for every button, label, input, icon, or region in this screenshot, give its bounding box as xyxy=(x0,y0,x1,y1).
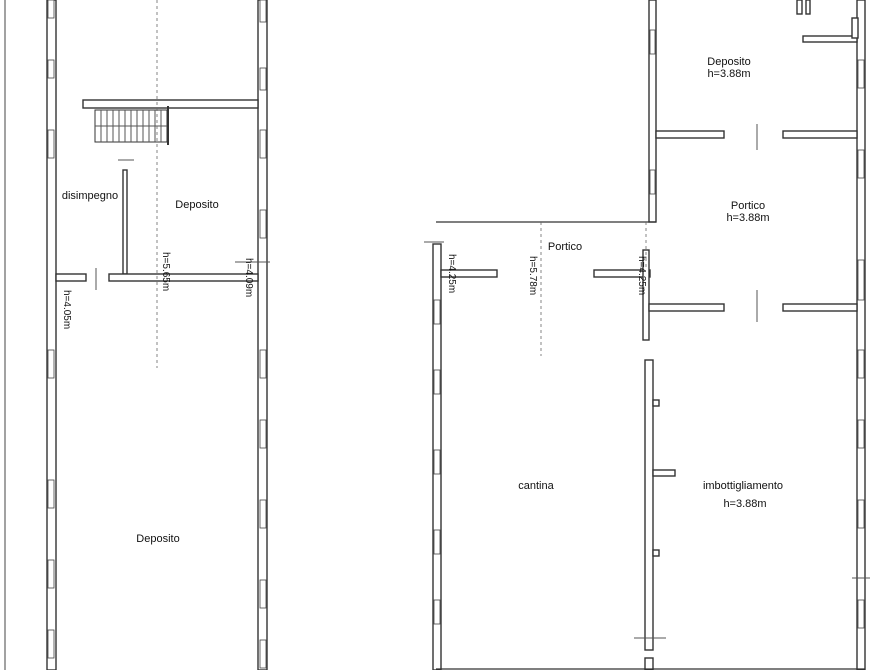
wall-deposito-south-w xyxy=(655,130,725,139)
wall-stub-portico-w xyxy=(440,269,498,278)
height-label-h578: h=5.78m xyxy=(527,256,538,296)
wall-stub xyxy=(796,0,803,15)
room-label-imbottigliamento: imbottigliamento xyxy=(702,480,784,492)
wall-portico-south-e xyxy=(782,303,858,312)
wall-deposito-south-e xyxy=(782,130,858,139)
wall-mid-east xyxy=(108,273,259,282)
room-label-deposito-lower: Deposito xyxy=(136,533,180,545)
right-building xyxy=(424,0,870,670)
left-building xyxy=(46,0,270,670)
wall-portico-south-w xyxy=(648,303,725,312)
height-label-h565: h=5.65m xyxy=(160,252,171,292)
wall-right-east xyxy=(856,0,866,670)
room-label-disimpegno: disimpegno xyxy=(61,190,119,202)
room-label-deposito-upper: Deposito xyxy=(175,199,219,211)
wall-upper-room xyxy=(82,99,259,109)
wall-cantina-imbottigliamento xyxy=(644,359,654,651)
height-label-h405: h=4.05m xyxy=(61,290,72,330)
height-label-deposito-right: h=3.88m xyxy=(707,68,751,80)
height-label-h409: h=4.09m xyxy=(243,258,254,298)
stair-icon xyxy=(94,106,169,145)
height-label-imbottigliamento: h=3.88m xyxy=(723,498,767,510)
height-label-h425-a: h=4.25m xyxy=(446,254,457,294)
pier-portico xyxy=(642,249,650,341)
wall-stub-portico-e xyxy=(593,269,651,278)
wall-left-outer-west xyxy=(46,0,57,670)
room-label-portico-lower: Portico xyxy=(547,241,583,253)
room-label-cantina: cantina xyxy=(518,480,554,492)
wall-left-outer-east xyxy=(257,0,268,670)
wall-corner xyxy=(802,35,858,43)
room-label-portico-upper: Portico xyxy=(730,200,766,212)
wall-mid-west xyxy=(55,273,87,282)
room-label-deposito-right: Deposito xyxy=(707,56,751,68)
wall-disimpegno xyxy=(122,169,128,275)
height-label-portico-upper: h=3.88m xyxy=(726,212,770,224)
height-label-h425-b: h=4.25m xyxy=(636,256,647,296)
